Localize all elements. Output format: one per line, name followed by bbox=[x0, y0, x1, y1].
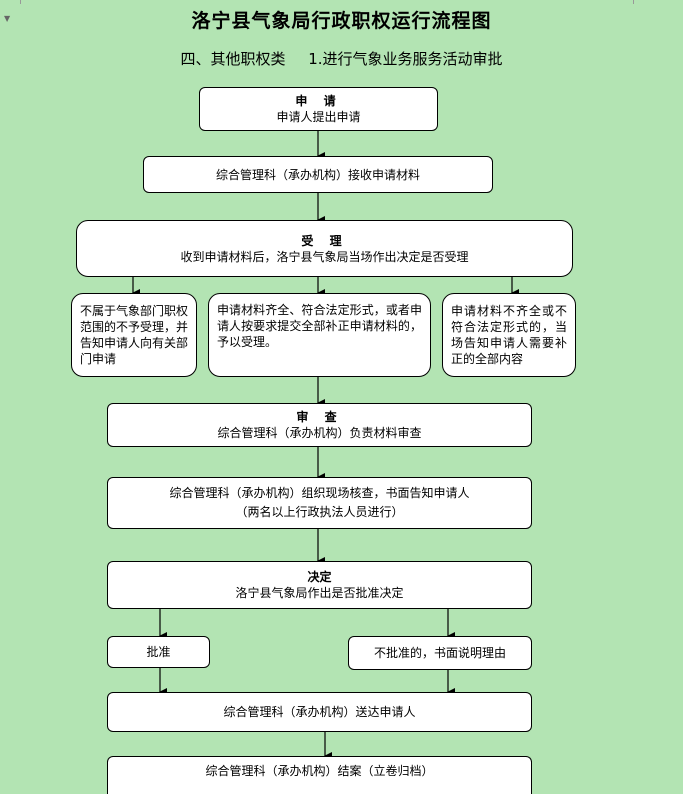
node-branch-accept-body: 申请材料齐全、符合法定形式，或者申请人按要求提交全部补正申请材料的，予以受理。 bbox=[217, 303, 422, 349]
column-divider bbox=[633, 0, 634, 4]
node-apply-body: 申请人提出申请 bbox=[276, 110, 361, 124]
node-archive: 综合管理科（承办机构）结案（立卷归档） bbox=[107, 756, 532, 794]
node-branch-accept: 申请材料齐全、符合法定形式，或者申请人按要求提交全部补正申请材料的，予以受理。 bbox=[208, 293, 431, 377]
subtitle-item: 1.进行气象业务服务活动审批 bbox=[308, 50, 503, 68]
node-apply: 申 请 申请人提出申请 bbox=[199, 87, 438, 131]
subtitle-category: 四、其他职权类 bbox=[180, 50, 286, 68]
node-accept-body: 收到申请材料后，洛宁县气象局当场作出决定是否受理 bbox=[180, 249, 469, 264]
node-branch-incomplete-body: 申请材料不齐全或不符合法定形式的，当场告知申请人需要补正的全部内容 bbox=[451, 304, 567, 366]
node-receive-body: 综合管理科（承办机构）接收申请材料 bbox=[215, 167, 420, 182]
node-apply-head: 申 请 bbox=[295, 94, 342, 108]
node-receive: 综合管理科（承办机构）接收申请材料 bbox=[143, 156, 493, 193]
node-disapprove-body: 不批准的，书面说明理由 bbox=[373, 646, 506, 660]
node-accept: 受 理 收到申请材料后，洛宁县气象局当场作出决定是否受理 bbox=[76, 220, 573, 277]
node-archive-body: 综合管理科（承办机构）结案（立卷归档） bbox=[205, 764, 434, 778]
node-branch-reject-body: 不属于气象部门职权范围的不予受理，并告知申请人向有关部门申请 bbox=[80, 304, 189, 366]
node-review-body: 综合管理科（承办机构）负责材料审查 bbox=[217, 426, 422, 440]
node-decide-body: 洛宁县气象局作出是否批准决定 bbox=[235, 586, 404, 600]
node-branch-reject: 不属于气象部门职权范围的不予受理，并告知申请人向有关部门申请 bbox=[71, 293, 197, 377]
node-branch-incomplete: 申请材料不齐全或不符合法定形式的，当场告知申请人需要补正的全部内容 bbox=[442, 293, 576, 377]
node-deliver-body: 综合管理科（承办机构）送达申请人 bbox=[223, 705, 416, 719]
node-inspect: 综合管理科（承办机构）组织现场核查，书面告知申请人 （两名以上行政执法人员进行） bbox=[107, 477, 532, 529]
page-subtitle: 四、其他职权类 1.进行气象业务服务活动审批 bbox=[0, 48, 683, 69]
node-disapprove: 不批准的，书面说明理由 bbox=[348, 636, 532, 670]
node-inspect-line2: （两名以上行政执法人员进行） bbox=[235, 505, 404, 519]
node-approve: 批准 bbox=[107, 636, 210, 668]
node-deliver: 综合管理科（承办机构）送达申请人 bbox=[107, 692, 532, 732]
node-approve-body: 批准 bbox=[146, 645, 171, 659]
column-divider bbox=[20, 0, 21, 4]
node-decide: 决定 洛宁县气象局作出是否批准决定 bbox=[107, 561, 532, 609]
page-title: 洛宁县气象局行政职权运行流程图 bbox=[191, 10, 492, 32]
node-inspect-line1: 综合管理科（承办机构）组织现场核查，书面告知申请人 bbox=[169, 486, 470, 500]
node-accept-head: 受 理 bbox=[301, 233, 348, 248]
node-decide-head: 决定 bbox=[307, 570, 332, 584]
node-review: 审 查 综合管理科（承办机构）负责材料审查 bbox=[107, 403, 532, 447]
node-review-head: 审 查 bbox=[296, 410, 343, 424]
sheet-corner-triangle-icon: ▼ bbox=[4, 14, 11, 23]
